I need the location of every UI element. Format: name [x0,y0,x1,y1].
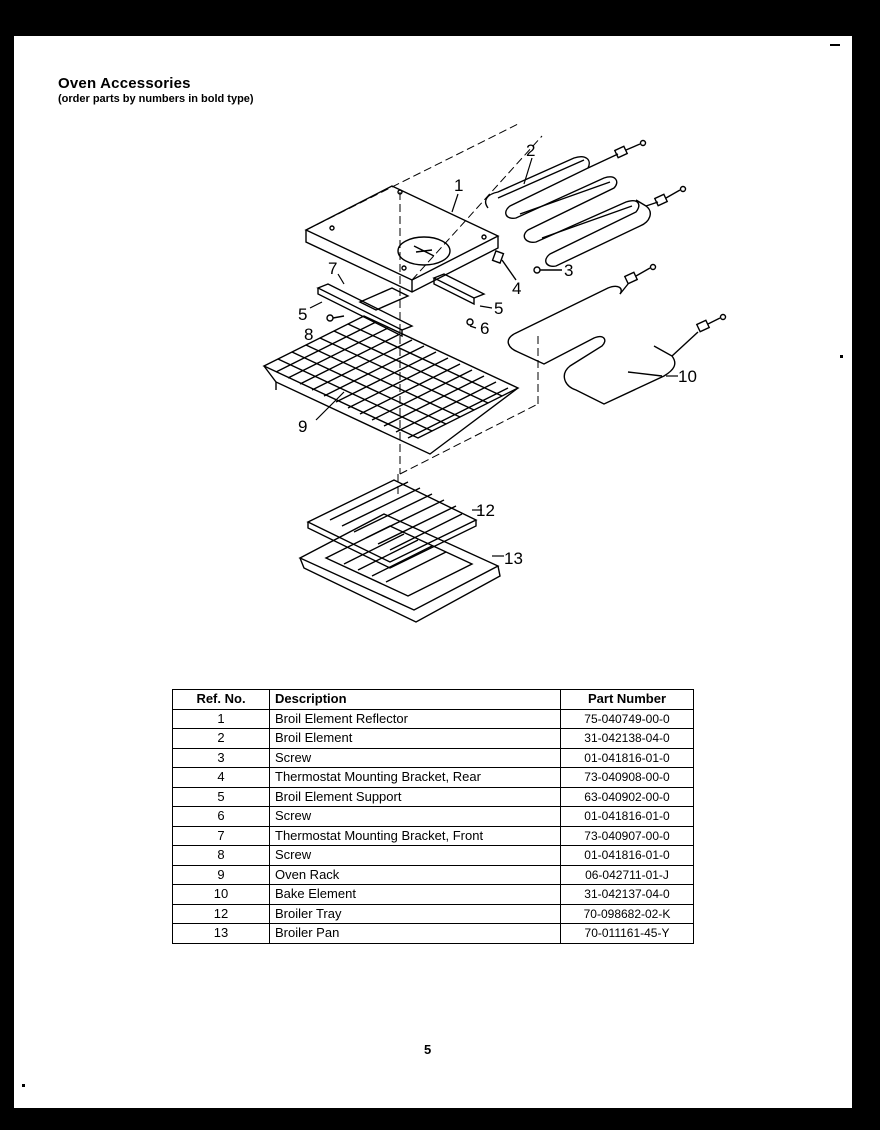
description: Broil Element Reflector [269,708,561,729]
ref-no: 1 [172,708,270,729]
ref-no: 2 [172,728,270,749]
scan-mark [22,1084,25,1087]
broiler-tray-illustration [306,479,478,569]
part-number: 73-040908-00-0 [560,767,694,788]
ref-no: 13 [172,923,270,944]
scan-mark [840,355,843,358]
broiler-pan-illustration [298,513,501,623]
bake-element-illustration [507,263,727,405]
header-part-number: Part Number [560,689,694,710]
description: Screw [269,806,561,827]
scan-mark [830,44,840,46]
callout-8: 8 [304,325,313,344]
description: Thermostat Mounting Bracket, Rear [269,767,561,788]
oven-rack-illustration [262,315,520,455]
page-subtitle: (order parts by numbers in bold type) [58,93,254,105]
page-number: 5 [424,1042,432,1057]
description: Thermostat Mounting Bracket, Front [269,825,561,846]
ref-no: 5 [172,786,270,807]
callout-5a: 5 [298,305,307,324]
description: Broil Element Support [269,786,561,807]
exploded-parts-diagram: 1 2 3 4 5 5 6 7 8 9 10 12 13 [262,123,727,623]
part-number: 01-041816-01-0 [560,747,694,768]
part-number: 06-042711-01-J [560,864,694,885]
description: Screw [269,747,561,768]
callout-9: 9 [298,417,307,436]
part-number: 73-040907-00-0 [560,825,694,846]
callout-7: 7 [328,259,337,278]
header-description: Description [269,689,561,710]
part-number: 70-098682-02-K [560,903,694,924]
front-thermostat-bracket-illustration [358,287,410,311]
callout-13: 13 [504,549,523,568]
callout-12: 12 [476,501,495,520]
description: Broil Element [269,728,561,749]
broil-element-illustration [484,139,687,268]
callout-10: 10 [678,367,697,386]
ref-no: 4 [172,767,270,788]
description: Oven Rack [269,864,561,885]
callout-6: 6 [480,319,489,338]
part-number: 01-041816-01-0 [560,845,694,866]
ref-no: 9 [172,864,270,885]
part-number: 31-042137-04-0 [560,884,694,905]
rear-thermostat-bracket-illustration [491,250,517,281]
part-number: 31-042138-04-0 [560,728,694,749]
ref-no: 7 [172,825,270,846]
part-number: 01-041816-01-0 [560,806,694,827]
ref-no: 3 [172,747,270,768]
ref-no: 6 [172,806,270,827]
ref-no: 10 [172,884,270,905]
screw-3-illustration [533,266,562,274]
description: Broiler Pan [269,923,561,944]
part-number: 75-040749-00-0 [560,708,694,729]
part-number: 70-011161-45-Y [560,923,694,944]
screw-8-illustration [326,314,345,322]
description: Broiler Tray [269,903,561,924]
description: Screw [269,845,561,866]
ref-no: 12 [172,903,270,924]
callout-4: 4 [512,279,521,298]
broil-element-reflector-illustration [304,185,500,293]
callout-1: 1 [454,176,463,195]
ref-no: 8 [172,845,270,866]
page-title: Oven Accessories [58,75,191,92]
screw-6-illustration [466,318,474,326]
callout-2: 2 [526,141,535,160]
callout-5b: 5 [494,299,503,318]
header-ref-no: Ref. No. [172,689,270,710]
description: Bake Element [269,884,561,905]
callout-3: 3 [564,261,573,280]
table-header-row: Ref. No. Description Part Number [172,689,694,710]
document-page: Oven Accessories (order parts by numbers… [14,36,852,1108]
part-number: 63-040902-00-0 [560,786,694,807]
